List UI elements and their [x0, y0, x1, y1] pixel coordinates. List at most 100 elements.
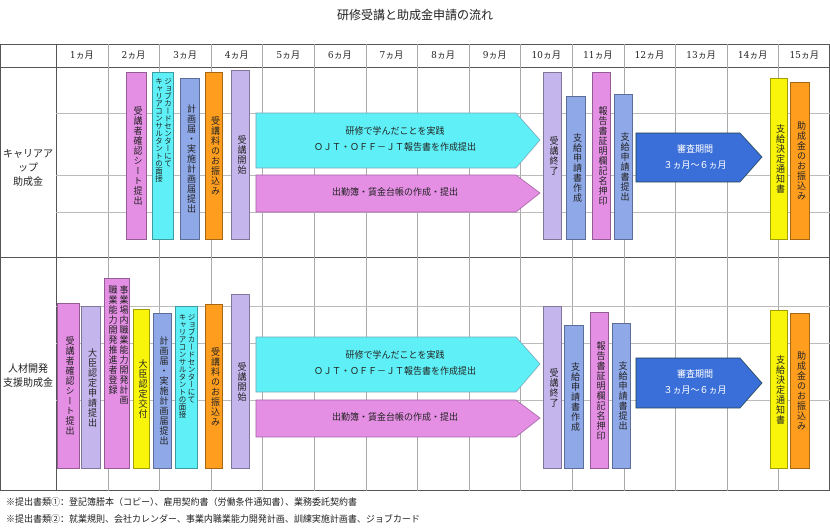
jinzai-bar-jobcard: ジョブカードセンターにてキャリアコンサルタントの面接: [175, 306, 198, 469]
training-line1: 研修で学んだことを実践: [345, 351, 445, 361]
month-header-cell: 12ヵ月: [634, 51, 665, 61]
jinzai-bar-application: 支給申請書作成: [564, 325, 584, 469]
bar-label: 支給決定通知書: [774, 124, 784, 194]
row-divider: [0, 257, 830, 258]
row-label-career: キャリアアップ 助成金: [0, 148, 56, 190]
bar-label-col: ジョブカードセンターにて: [187, 313, 196, 403]
career-training-text: 研修で学んだことを実践 ＯＪＴ・ＯＦＦ－ＪＴ報告書を作成提出: [270, 124, 520, 156]
training-line2: ＯＪＴ・ＯＦＦ－ＪＴ報告書を作成提出: [313, 367, 476, 377]
training-line1: 研修で学んだことを実践: [345, 127, 445, 137]
career-bar-tuition: 受講料のお振込み: [205, 72, 223, 240]
month-gridline: [314, 44, 315, 491]
row-label-line: 人材開発: [8, 364, 48, 375]
career-review-text: 審査期間 ３ヵ月～６ヵ月: [640, 142, 750, 174]
page-title: 研修受講と助成金申請の流れ: [336, 8, 493, 22]
row-label-jinzai: 人材開発 支援助成金: [0, 363, 56, 391]
month-header-cell: 1ヵ月: [69, 51, 94, 61]
month-header-cell: 10ヵ月: [531, 51, 561, 61]
career-bar-report-seal: 報告書証明欄記名押印: [592, 72, 611, 240]
jinzai-attendance-arrow: [255, 399, 541, 438]
month-gridline: [468, 44, 470, 491]
jinzai-training-arrow: [255, 336, 541, 393]
jinzai-bar-tuition: 受講料のお振込み: [205, 304, 223, 469]
month-header-cell: 7ヵ月: [379, 51, 404, 61]
bar-label: 報告書証明欄記名押印: [594, 340, 605, 441]
jinzai-bar-report-seal: 報告書証明欄記名押印: [590, 312, 609, 469]
bar-label: 助成金のお振込み: [795, 121, 805, 201]
jinzai-bar-dev-plan: 事業場内職業能力開発計画職業能力開発推進者登録: [104, 278, 130, 469]
jinzai-bar-decision: 支給決定通知書: [770, 310, 788, 469]
jinzai-bar-submit: 支給申請書提出: [612, 323, 631, 469]
row-gridline: [56, 212, 830, 213]
career-bar-application: 支給申請書作成: [566, 96, 586, 240]
month-gridline: [417, 44, 419, 491]
bar-label: 受講者確認シート提出: [131, 106, 142, 206]
bar-label: 報告書証明欄記名押印: [596, 106, 607, 206]
bar-label-col: キャリアコンサルタントの面接: [154, 77, 164, 182]
label-column-divider: [56, 44, 57, 491]
month-header-cell: 9ヵ月: [482, 51, 507, 61]
month-gridline: [262, 44, 264, 491]
month-gridline: [365, 44, 367, 491]
month-header-cell: 4ヵ月: [224, 51, 249, 61]
bar-label-col: ジョブカードセンターにて: [163, 77, 173, 167]
note-documents-1: ※提出書類①：登記簿謄本（コピー）、雇用契約書（労働条件通知書）、業務委託契約書: [6, 498, 358, 508]
jinzai-bar-minister-apply: 大臣認定申請提出: [81, 306, 101, 469]
jinzai-bar-confirm-sheet: 受講者確認シート提出: [57, 303, 80, 469]
bar-label-col: 事業場内職業能力開発計画: [117, 285, 128, 405]
career-bar-decision: 支給決定通知書: [770, 78, 788, 240]
bar-label: 受講終了: [547, 367, 558, 408]
career-bar-jobcard: ジョブカードセンターにてキャリアコンサルタントの面接: [152, 72, 174, 240]
note-documents-2: ※提出書類②：就業規則、会社カレンダー、事業内職業能力開発計画、訓練実施計画書、…: [6, 515, 420, 525]
month-header-cell: 8ヵ月: [431, 51, 455, 61]
bar-label: 受講者確認シート提出: [63, 336, 74, 436]
career-bar-payment: 助成金のお振込み: [790, 82, 810, 240]
month-gridline: [778, 44, 780, 491]
career-review-arrow: [635, 132, 763, 183]
month-header-cell: 6ヵ月: [327, 51, 352, 61]
bar-label: 受講開始: [235, 361, 246, 402]
bar-label-col: キャリアコンサルタントの面接: [178, 313, 187, 418]
career-bar-end: 受講終了: [543, 72, 562, 240]
bar-label: 受講料のお振込み: [209, 116, 219, 196]
bar-label: 受講開始: [235, 135, 246, 175]
month-gridline: [210, 44, 212, 491]
jinzai-bar-payment: 助成金のお振込み: [790, 313, 810, 469]
month-gridline: [572, 44, 573, 491]
bar-label: 大臣認定交付: [136, 359, 147, 419]
month-header-cell: 13ヵ月: [686, 51, 716, 61]
bar-label: 計画届・実施計画届提出: [185, 104, 195, 214]
month-gridline: [107, 44, 109, 491]
month-gridline: [623, 44, 625, 491]
bar-label: 大臣認定申請提出: [86, 347, 96, 428]
jinzai-bar-minister-grant: 大臣認定交付: [133, 309, 150, 469]
review-line1: 審査期間: [676, 370, 713, 380]
month-header-cell: 15ヵ月: [789, 51, 819, 61]
bar-label: 受講終了: [547, 136, 558, 176]
row-label-line: キャリアアップ: [3, 149, 53, 174]
month-header-cell: 14ヵ月: [737, 51, 768, 61]
jinzai-attendance-text: 出勤簿・賃金台帳の作成・提出: [331, 413, 458, 423]
row-gridline: [56, 306, 830, 307]
jinzai-bar-start: 受講開始: [231, 294, 250, 469]
career-bar-submit: 支給申請書提出: [614, 94, 633, 240]
career-bar-confirm-sheet: 受講者確認シート提出: [126, 72, 147, 240]
jinzai-training-text: 研修で学んだことを実践 ＯＪＴ・ＯＦＦ－ＪＴ報告書を作成提出: [270, 348, 520, 380]
bar-label-col: 職業能力開発推進者登録: [106, 285, 117, 395]
month-header-cell: 3ヵ月: [173, 51, 197, 61]
career-bar-start: 受講開始: [231, 70, 250, 240]
bar-label: 支給申請書提出: [616, 361, 627, 431]
month-gridline: [520, 44, 522, 491]
jinzai-bar-plan: 計画届・実施計画届提出: [153, 313, 172, 469]
jinzai-review-arrow: [635, 357, 763, 409]
row-label-line: 支援助成金: [3, 378, 53, 389]
review-line2: ３ヵ月～６ヵ月: [663, 161, 727, 171]
bar-label: 支給申請書作成: [569, 362, 579, 432]
career-training-arrow: [255, 112, 541, 169]
row-label-line: 助成金: [13, 177, 43, 188]
month-header-cell: 11ヵ月: [583, 51, 613, 61]
header-divider: [0, 67, 830, 68]
bar-label: 助成金のお振込み: [795, 351, 805, 431]
career-bar-plan: 計画届・実施計画届提出: [180, 78, 200, 240]
